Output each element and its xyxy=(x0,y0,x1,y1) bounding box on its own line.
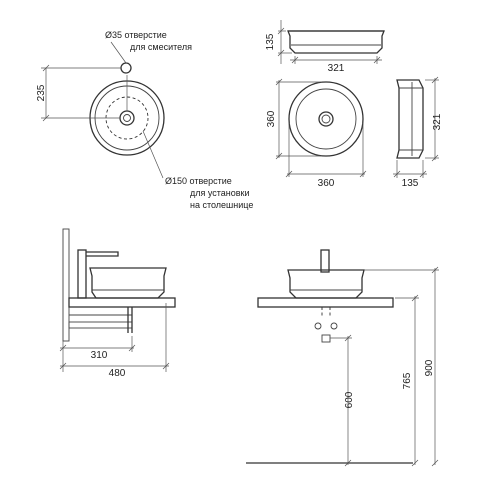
front-installation-view: 600 765 900 xyxy=(246,249,439,467)
dim-left-mount-depth: 310 xyxy=(91,350,108,361)
trap-part-1 xyxy=(314,322,322,330)
side-basin xyxy=(89,267,167,299)
note-mixer-hole-1: Ø35 отверстие xyxy=(105,30,167,40)
top-outer-rim xyxy=(288,81,364,157)
top-drain-inner xyxy=(321,114,331,124)
top-drain-outer xyxy=(318,111,334,127)
countertop xyxy=(68,297,176,308)
mixer-leader xyxy=(110,41,127,64)
drain-outer xyxy=(119,110,135,126)
mount-hole-outline xyxy=(105,96,149,140)
front-basin-outline xyxy=(287,30,385,54)
top-view-basin: 360 360 xyxy=(266,78,367,189)
front-install-basin xyxy=(287,269,365,299)
drain-inner xyxy=(123,114,131,122)
trap-outlet xyxy=(321,334,331,343)
shelf-bracket xyxy=(68,321,133,329)
front-faucet xyxy=(320,249,330,273)
wall xyxy=(62,228,70,342)
front-countertop xyxy=(257,297,394,308)
mount-hole-leader xyxy=(142,130,164,179)
side-installation-view: 310 480 xyxy=(59,228,176,379)
dim-side-depth: 135 xyxy=(402,178,419,189)
dim-total-height: 900 xyxy=(424,359,435,376)
dim-counter-height: 765 xyxy=(402,372,413,389)
mixer-hole xyxy=(120,62,132,74)
side-basin-outline xyxy=(396,79,424,159)
note-mount-hole-1: Ø150 отверстие xyxy=(165,176,232,186)
note-mount-hole-3: на столешнице xyxy=(190,200,253,210)
dim-side-width: 321 xyxy=(432,113,443,130)
dim-front-width: 321 xyxy=(328,63,345,74)
dim-left-total-depth: 480 xyxy=(109,368,126,379)
top-inner-rim xyxy=(295,88,357,150)
plan-view-countertop: 235 Ø35 отверстие для смесителя Ø150 отв… xyxy=(36,30,253,210)
dim-front-height: 135 xyxy=(265,33,276,50)
note-mixer-hole-2: для смесителя xyxy=(130,42,192,52)
note-mount-hole-2: для установки xyxy=(190,188,250,198)
faucet-body xyxy=(77,249,87,299)
dim-top-width: 360 xyxy=(318,178,335,189)
side-view-basin: 321 135 xyxy=(393,76,443,189)
dim-top-height: 360 xyxy=(266,110,277,127)
faucet-spout xyxy=(86,251,119,257)
front-view-basin: 135 321 xyxy=(265,20,385,74)
trap-part-2 xyxy=(330,322,338,330)
dim-plan-offset: 235 xyxy=(36,84,47,101)
dim-waste-height: 600 xyxy=(344,391,355,408)
